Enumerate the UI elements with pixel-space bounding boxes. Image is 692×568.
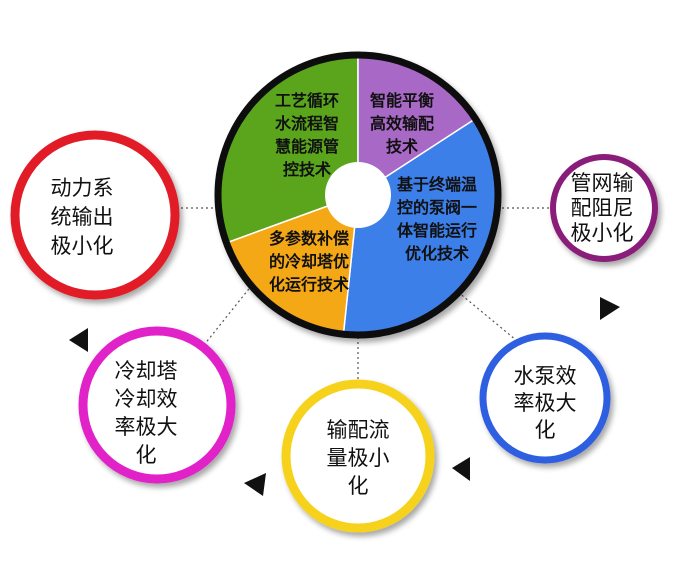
node-label-flow-line-0: 输配流	[327, 418, 390, 442]
node-label-flow-line-1: 量极小	[327, 446, 390, 470]
connector-cooling	[203, 284, 253, 346]
wheel-label-tower-line-2: 化运行技术	[269, 275, 349, 294]
node-label-cooling-line-3: 化	[136, 443, 157, 467]
wheel-label-balance-line-2: 技术	[386, 137, 418, 156]
wheel-label-tower-line-1: 的冷却塔优	[269, 252, 349, 271]
outer-nodes: 动力系统输出极小化管网输配阻尼极小化冷却塔冷却效率极大化输配流量极小化水泵效率极…	[10, 130, 658, 533]
node-ring-pipe	[550, 154, 658, 262]
node-ring-pump	[479, 332, 611, 464]
node-ring-flow	[281, 379, 435, 533]
node-label-flow-line-2: 化	[348, 474, 369, 498]
node-label-cooling-line-0: 冷却塔	[115, 359, 178, 383]
wheel-label-terminal-line-1: 控的泵阀一	[397, 198, 477, 217]
connector-pump	[457, 291, 523, 346]
wheel-label-balance-line-1: 高效输配	[370, 114, 434, 133]
wheel-hub	[325, 162, 391, 228]
node-label-pipe-line-1: 配阻尼	[571, 196, 634, 220]
triangle-arrow-icon	[69, 328, 88, 352]
triangle-arrow-icon	[452, 457, 470, 481]
node-label-pump-line-0: 水泵效	[514, 364, 577, 388]
wheel-rim	[214, 51, 502, 339]
node-label-pump-line-1: 率极大	[514, 391, 577, 415]
triangle-arrow-icon	[244, 473, 266, 496]
node-label-pipe-line-2: 极小化	[571, 221, 634, 245]
wheel-label-process-line-0: 工艺循环	[275, 91, 339, 110]
node-label-cooling-line-2: 率极大	[115, 415, 178, 439]
wheel-label-process-line-3: 控技术	[283, 160, 331, 179]
node-label-cooling-line-1: 冷却效	[115, 387, 178, 411]
arrow-markers	[69, 297, 620, 496]
node-label-pipe-line-0: 管网输	[571, 171, 634, 195]
node-label-power-line-0: 动力系	[51, 176, 114, 200]
node-label-pump-line-2: 化	[535, 418, 556, 442]
center-wheel	[214, 51, 502, 339]
node-ring-cooling	[78, 326, 236, 484]
node-label-power-line-1: 统输出	[51, 205, 114, 229]
connector-lines	[176, 207, 556, 385]
node-ring-power	[10, 130, 180, 300]
wheel-label-terminal-line-2: 体智能运行	[397, 221, 477, 240]
wheel-label-terminal-line-3: 优化技术	[405, 244, 469, 263]
wheel-label-balance-line-0: 智能平衡	[370, 91, 434, 110]
node-label-power-line-2: 极小化	[51, 234, 114, 258]
wheel-label-process-line-1: 水流程智	[275, 114, 339, 133]
wheel-label-terminal-line-0: 基于终端温	[396, 175, 477, 194]
wheel-label-process-line-2: 慧能源管	[275, 137, 339, 156]
wheel-label-tower-line-0: 多参数补偿	[269, 229, 349, 248]
triangle-arrow-icon	[600, 297, 620, 320]
